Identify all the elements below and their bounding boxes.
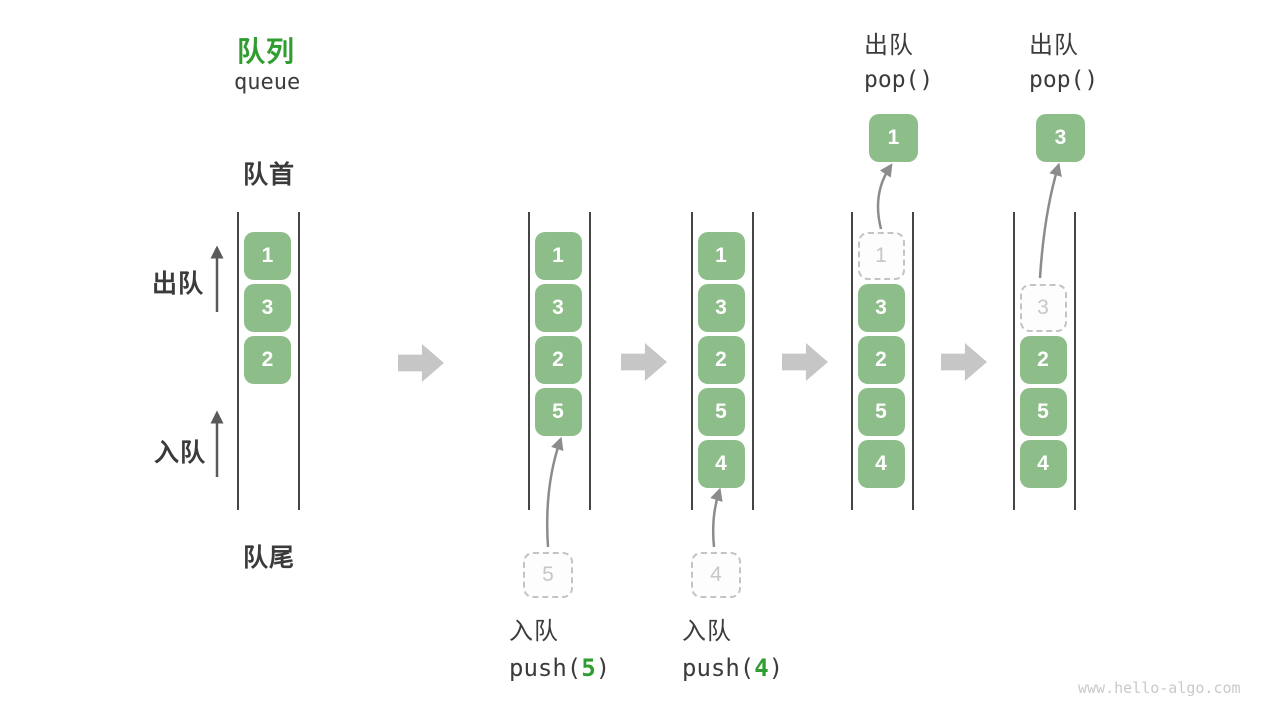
state-transition-arrow <box>941 343 987 381</box>
queue-element-box: 5 <box>697 388 745 436</box>
queue-element-box: 1 <box>534 232 582 280</box>
push-code-pre-2: push( <box>682 654 755 682</box>
state-transition-arrow <box>782 343 828 381</box>
pop-op-zh-2: 出队 <box>1029 32 1079 59</box>
queue-element-box: 4 <box>697 440 745 488</box>
queue-container-line <box>1012 212 1015 510</box>
queue-element-box: 2 <box>244 336 291 384</box>
queue-element-box: 3 <box>534 284 582 332</box>
state-transition-arrow <box>398 344 444 382</box>
queue-front-label: 队首 <box>243 161 296 189</box>
pop-op-zh-1: 出队 <box>864 32 914 59</box>
pop-op-code-2: pop() <box>1029 67 1099 93</box>
enqueue-side-label: 入队 <box>154 439 207 467</box>
queue-rear-label: 队尾 <box>243 544 296 572</box>
queue-container-line <box>911 212 914 510</box>
popped-element-box: 3 <box>1036 114 1085 162</box>
push-code-arg-2: 4 <box>754 654 769 682</box>
queue-container-line <box>1073 212 1076 510</box>
queue-element-box: 2 <box>697 336 745 384</box>
watermark: www.hello-algo.com <box>1078 679 1241 697</box>
diagram-title-en: queue <box>234 70 301 95</box>
queue-element-box: 5 <box>534 388 582 436</box>
queue-container-line <box>588 212 591 510</box>
queue-element-box: 1 <box>244 232 291 280</box>
push-op-zh-2: 入队 <box>682 618 732 645</box>
element-move-arrow <box>876 163 893 230</box>
queue-container-line <box>237 212 239 510</box>
staged-enqueue-box: 5 <box>523 552 573 598</box>
queue-element-box: 5 <box>857 388 905 436</box>
pop-op-caption-1: 出队 pop() <box>864 32 934 94</box>
queue-element-box: 4 <box>857 440 905 488</box>
push-code-arg-1: 5 <box>581 654 596 682</box>
queue-element-box: 2 <box>534 336 582 384</box>
pop-op-code-1: pop() <box>864 67 934 93</box>
queue-element-box: 2 <box>1019 336 1067 384</box>
queue-element-box: 3 <box>244 284 291 332</box>
push-op-zh-1: 入队 <box>509 618 559 645</box>
push-code-post-2: ) <box>768 654 784 682</box>
push-op-code-1: push(5) <box>509 654 610 682</box>
staged-enqueue-box: 4 <box>691 552 741 598</box>
popped-element-box: 1 <box>869 114 918 162</box>
element-move-arrow <box>710 487 723 548</box>
pop-op-caption-2: 出队 pop() <box>1029 32 1099 94</box>
push-code-pre-1: push( <box>509 654 582 682</box>
push-code-post-1: ) <box>595 654 611 682</box>
queue-element-box: 4 <box>1019 440 1067 488</box>
queue-element-box: 3 <box>697 284 745 332</box>
queue-container-line <box>850 212 853 510</box>
push-op-caption-1: 入队 push(5) <box>509 618 610 683</box>
queue-container-line <box>527 212 530 510</box>
queue-element-box-dashed: 3 <box>1019 284 1067 332</box>
queue-element-box: 3 <box>857 284 905 332</box>
push-op-caption-2: 入队 push(4) <box>682 618 783 683</box>
element-move-arrow <box>545 436 564 548</box>
element-move-arrow <box>1038 162 1062 279</box>
queue-element-box: 2 <box>857 336 905 384</box>
dequeue-side-label: 出队 <box>152 270 205 298</box>
diagram-title-zh: 队列 <box>237 36 296 67</box>
push-op-code-2: push(4) <box>682 654 783 682</box>
queue-element-box: 1 <box>697 232 745 280</box>
queue-container-line <box>298 212 300 510</box>
queue-element-box: 5 <box>1019 388 1067 436</box>
queue-container-line <box>751 212 754 510</box>
queue-container-line <box>690 212 693 510</box>
state-transition-arrow <box>621 343 667 381</box>
queue-element-box-dashed: 1 <box>857 232 905 280</box>
